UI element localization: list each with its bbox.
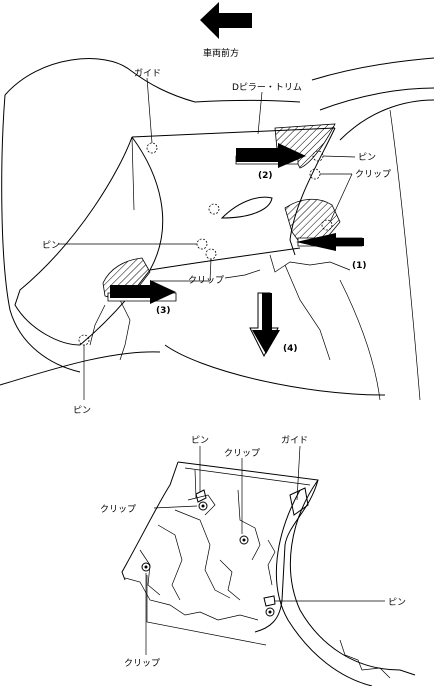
label-pin-right: ピン <box>358 152 376 163</box>
push-arrow-icon-1 <box>296 233 364 251</box>
top-view: 車両前方 <box>0 2 434 416</box>
left-arrow-icon <box>200 2 252 39</box>
clip-marker-mid <box>205 248 217 260</box>
d-pillar-trim <box>79 127 351 361</box>
fastener-symbols-bottom <box>141 489 276 617</box>
label-pin-left: ピン <box>42 240 60 251</box>
label-pin-top-bottomview: ピン <box>191 435 209 446</box>
label-clip-top-bottomview: クリップ <box>224 448 260 459</box>
trim-backside <box>121 461 416 686</box>
pin-marker-bottom <box>78 334 90 346</box>
push-arrow-icon-2 <box>235 143 306 168</box>
label-clip-mid: クリップ <box>188 275 224 286</box>
pin-marker-left <box>196 238 208 250</box>
step-label-1: (1) <box>352 261 367 271</box>
step-label-4: (4) <box>283 344 298 354</box>
label-clip-left-bottomview: クリップ <box>100 504 136 515</box>
guide-marker <box>146 142 158 154</box>
leader-lines-top <box>58 77 356 400</box>
step-label-3: (3) <box>156 306 171 316</box>
leader-lines-bottom <box>145 445 385 655</box>
clip-marker-right-2 <box>321 219 333 231</box>
label-clip-right: クリップ <box>355 169 391 180</box>
clip-marker-center <box>208 203 220 215</box>
label-guide-top: ガイド <box>134 68 161 79</box>
bottom-view: ピン クリップ ガイド クリップ ピン クリップ <box>100 435 416 686</box>
label-clip-bottom-bottomview: クリップ <box>124 658 160 669</box>
clip-marker-right-1 <box>309 168 321 180</box>
push-arrow-icon-3 <box>107 280 177 304</box>
vehicle-body-outline <box>0 57 434 401</box>
push-arrow-icon-4 <box>249 292 280 358</box>
label-d-pillar-trim: Dピラー・トリム <box>232 82 302 93</box>
label-pin-right-bottomview: ピン <box>388 597 406 608</box>
label-guide-bottomview: ガイド <box>281 435 308 446</box>
step-label-2: (2) <box>258 171 273 181</box>
vehicle-front-label: 車両前方 <box>203 47 239 59</box>
label-pin-bottom: ピン <box>73 405 91 416</box>
